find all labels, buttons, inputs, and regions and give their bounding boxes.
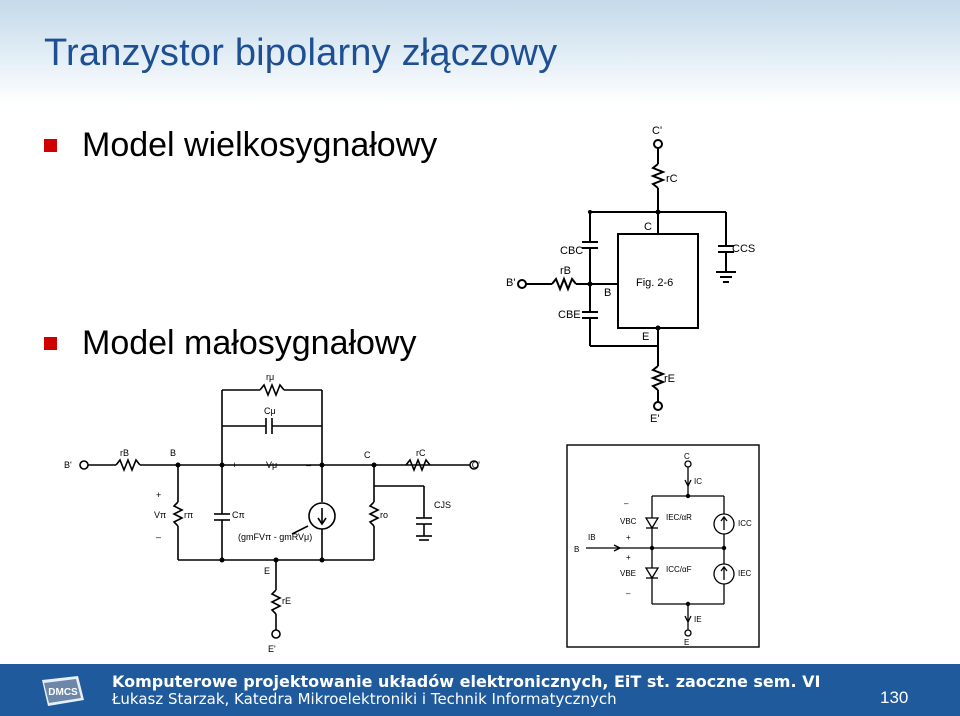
- label-cbe: CBE: [558, 309, 581, 321]
- bullet-small-signal: Model małosygnałowy: [44, 324, 417, 363]
- label-minus-low: –: [626, 589, 631, 598]
- large-signal-model-diagram: C' rC C CBC CCS B' rB B Fig. 2-6 CBE E r…: [506, 125, 755, 425]
- label-re: rE: [282, 596, 291, 606]
- label-rc: rC: [666, 173, 678, 185]
- label-ie: IE: [694, 615, 702, 624]
- label-b: B: [574, 545, 579, 554]
- label-gm-expr: (gmFVπ - gmRVμ): [238, 532, 312, 542]
- label-b: B: [170, 448, 176, 458]
- bullet-text: Model wielkosygnałowy: [82, 126, 438, 164]
- label-c-prime: C': [652, 125, 662, 137]
- label-vmu: Vμ: [266, 460, 277, 470]
- label-b-prime: B': [506, 277, 515, 289]
- label-c-prime: C': [472, 460, 480, 470]
- label-plus: +: [232, 460, 237, 470]
- logo-text: DMCS: [48, 687, 78, 698]
- label-plus-vpi: +: [156, 490, 161, 500]
- label-re: rE: [664, 373, 675, 385]
- label-icc-src: ICC: [738, 519, 752, 528]
- title-bar: [0, 0, 960, 104]
- footer-bar: [0, 664, 960, 716]
- label-iec-src: IEC: [738, 569, 752, 578]
- ebers-moll-model-diagram: C IC – VBC IEC/αR ICC IB B + + VBE ICC/α…: [566, 444, 760, 648]
- label-cjs: CJS: [434, 500, 451, 510]
- label-plus-low: +: [626, 553, 631, 562]
- label-e: E: [264, 566, 270, 576]
- label-icc-af: ICC/αF: [666, 565, 692, 574]
- label-b-prime: B': [64, 460, 72, 470]
- footer-course-title: Komputerowe projektowanie układów elektr…: [112, 672, 821, 691]
- label-cbc: CBC: [560, 245, 583, 257]
- bullet-text: Model małosygnałowy: [82, 324, 417, 362]
- label-fig: Fig. 2-6: [636, 277, 673, 289]
- label-rc: rC: [416, 448, 426, 458]
- label-b: B: [604, 287, 611, 299]
- bullet-square-icon: [44, 139, 57, 152]
- label-e-prime: E': [268, 644, 276, 654]
- label-cpi: Cπ: [232, 510, 245, 520]
- page-number: 130: [880, 688, 909, 707]
- label-minus-vpi: –: [156, 532, 161, 542]
- label-vbc: VBC: [620, 517, 637, 526]
- bullet-square-icon: [44, 337, 57, 350]
- label-ccs: CCS: [732, 243, 755, 255]
- label-rpi: rπ: [184, 510, 193, 520]
- label-e: E: [642, 331, 649, 343]
- label-vpi: Vπ: [154, 510, 166, 520]
- label-plus-mid: +: [626, 533, 631, 542]
- label-ib: IB: [588, 533, 596, 542]
- label-c: C: [364, 450, 371, 460]
- label-rb: rB: [560, 265, 571, 277]
- label-minus-top: –: [624, 499, 629, 508]
- label-e: E: [684, 638, 689, 647]
- label-minus: –: [306, 460, 311, 470]
- label-vbe: VBE: [620, 569, 636, 578]
- label-c: C: [644, 221, 652, 233]
- dmcs-logo-icon: DMCS: [42, 676, 84, 706]
- label-rb: rB: [120, 448, 129, 458]
- bullet-large-signal: Model wielkosygnałowy: [44, 126, 437, 165]
- footer-author: Łukasz Starzak, Katedra Mikroelektroniki…: [112, 690, 617, 708]
- label-cmu: Cμ: [264, 406, 276, 416]
- label-iec-ar: IEC/αR: [666, 513, 692, 522]
- label-e-prime: E': [650, 413, 659, 425]
- label-c: C: [684, 452, 690, 461]
- label-rmu: rμ: [266, 372, 274, 382]
- label-ic: IC: [694, 477, 702, 486]
- label-ro: ro: [380, 510, 388, 520]
- small-signal-model-diagram: rμ Cμ B' rB B + Vμ – C rC C' CJS + Vπ – …: [64, 372, 480, 654]
- slide-title: Tranzystor bipolarny złączowy: [44, 32, 558, 74]
